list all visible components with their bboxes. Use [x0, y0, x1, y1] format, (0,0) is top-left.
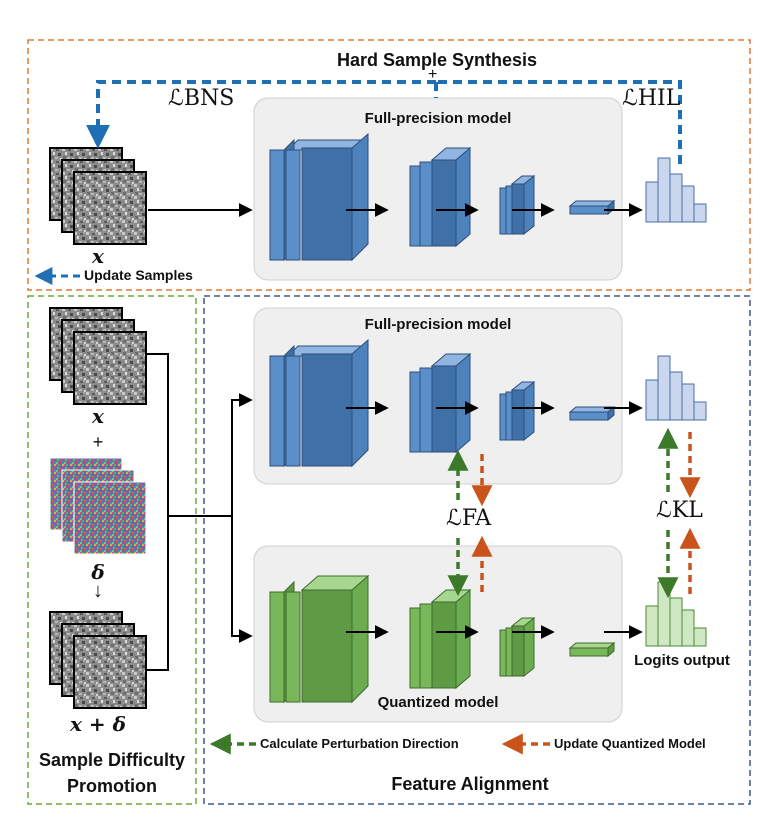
loss-plus-sign: +: [428, 66, 438, 83]
fp-model-title-top: Full-precision model: [364, 110, 512, 127]
legend-update-quantized: Update Quantized Model: [554, 736, 706, 751]
loss-kl: ℒKL: [656, 498, 703, 523]
fp-model-title-bottom: Full-precision model: [364, 316, 512, 333]
symbol-x-left: x: [92, 404, 104, 428]
loss-fa: ℒFA: [446, 506, 492, 531]
symbol-x-top: x: [92, 244, 104, 268]
symbol-plus-left: +: [92, 432, 104, 452]
sample-difficulty-title-2: Promotion: [67, 776, 157, 796]
sample-stack-top: [49, 147, 147, 245]
fp-top-histogram: [645, 157, 707, 223]
fp-bottom-histogram: [645, 355, 707, 421]
left-to-models-connectors: [146, 353, 253, 671]
bns-hil-feedback: [86, 80, 682, 164]
feature-alignment-title: Feature Alignment: [391, 774, 549, 794]
sample-difficulty-title-1: Sample Difficulty: [38, 750, 186, 770]
hard-sample-synthesis-border: [27, 39, 751, 291]
logits-output-label: Logits output: [634, 652, 730, 669]
update-samples-label: Update Samples: [84, 267, 193, 283]
sample-difficulty-border: [27, 295, 197, 805]
sample-stack-x-plus-delta: [49, 611, 147, 709]
symbol-delta: δ: [91, 560, 105, 584]
feature-alignment-border: [203, 295, 751, 805]
symbol-down-arrow: ↓: [93, 580, 103, 602]
perturbation-stack-delta: [49, 457, 147, 555]
quantized-model-title: Quantized model: [377, 694, 499, 711]
quantized-histogram: [645, 581, 707, 647]
sample-stack-x: [49, 307, 147, 405]
symbol-x-plus-delta: x + δ: [70, 712, 126, 736]
hard-sample-synthesis-title: Hard Sample Synthesis: [336, 50, 538, 70]
loss-hil: ℒHIL: [622, 86, 681, 111]
legend-calc-perturbation: Calculate Perturbation Direction: [260, 736, 459, 751]
loss-bns: ℒBNS: [168, 86, 235, 111]
